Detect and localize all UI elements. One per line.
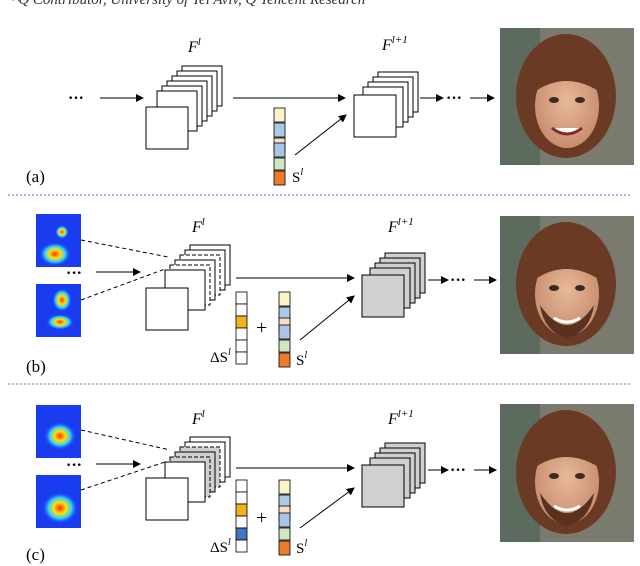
style-vector (278, 291, 291, 368)
result-photo-smiling (500, 28, 634, 165)
feature-stack-input (145, 436, 231, 521)
feature-stack-output (361, 442, 426, 508)
delta-style-vector (235, 291, 248, 365)
feature-label-in: Fl (191, 408, 205, 428)
feature-label-out: Fl+1 (387, 216, 414, 236)
panel-label: (b) (26, 357, 46, 376)
ellipsis-left: ··· (68, 90, 84, 107)
style-label: Sl (296, 538, 307, 557)
delta-style-vector (235, 479, 248, 553)
ellipsis-left: ··· (66, 457, 82, 474)
activation-heatmap-top (36, 214, 81, 267)
ellipsis-right: ··· (450, 272, 466, 289)
feature-label-out: Fl+1 (381, 34, 408, 54)
arrow-style-to-output (299, 295, 355, 341)
ellipsis-right: ··· (446, 90, 462, 107)
arrow-style-to-output (294, 114, 347, 156)
activation-heatmap-bottom (36, 475, 81, 528)
feature-label-out: Fl+1 (387, 408, 414, 428)
plus-sign: + (256, 317, 267, 339)
plus-sign: + (256, 507, 267, 529)
activation-heatmap-top (36, 405, 81, 458)
activation-heatmap-bottom (36, 284, 81, 337)
panel-label: (a) (26, 167, 45, 186)
feature-label-in: Fl (191, 216, 205, 236)
feature-label-in: Fl (187, 36, 201, 56)
style-vector (278, 479, 291, 556)
ellipsis-left: ··· (66, 265, 82, 282)
arrow-style-to-output (299, 487, 355, 529)
panel-label: (c) (26, 545, 45, 564)
result-photo-beard (500, 216, 634, 354)
style-label: Sl (292, 167, 303, 186)
delta-label: ΔSl (210, 537, 231, 556)
style-label: Sl (296, 350, 307, 369)
ellipsis-right: ··· (450, 462, 466, 479)
feature-stack-output (361, 252, 426, 318)
delta-label: ΔSl (210, 347, 231, 366)
panel-b: ··· Fl ΔSl + (26, 214, 634, 376)
feature-stack-input (145, 65, 223, 150)
panel-a: ··· Fl Sl (26, 28, 634, 186)
feature-stack-output (353, 71, 419, 138)
result-photo-beard (500, 404, 634, 542)
panel-c: ··· Fl ΔSl + (26, 404, 634, 564)
top-caption: ^Q Contributor, University of Tel Aviv, … (12, 0, 365, 8)
feature-stack-input (145, 244, 231, 331)
style-vector (273, 107, 286, 186)
